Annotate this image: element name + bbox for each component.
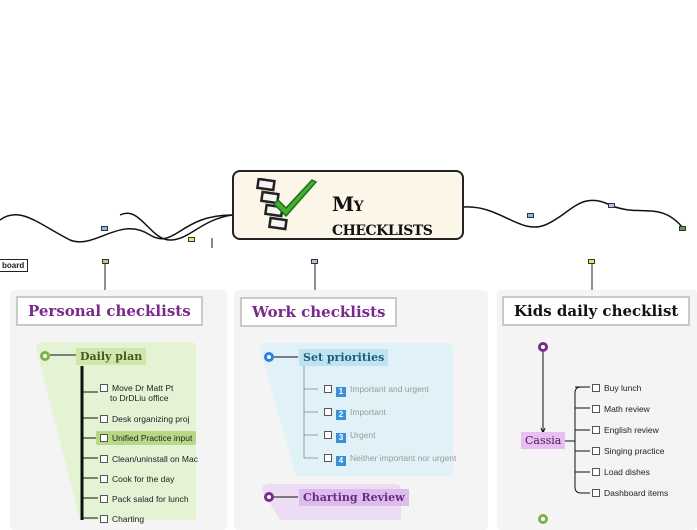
personal-board-title[interactable]: Personal checklists (16, 296, 203, 326)
checklist-item[interactable]: Move Dr Matt Pt to DrDLiu office (100, 383, 173, 403)
work-topic-node[interactable] (264, 352, 274, 362)
connector-handle[interactable] (527, 213, 534, 218)
priority-2-icon: 2 (336, 410, 346, 420)
checkbox-icon[interactable] (100, 475, 108, 483)
checklist-item[interactable]: Singing practice (592, 446, 664, 456)
checkbox-icon[interactable] (324, 454, 332, 462)
checkbox-icon[interactable] (100, 384, 108, 392)
checkbox-icon[interactable] (592, 426, 600, 434)
checklist-item[interactable]: English review (592, 425, 659, 435)
checkbox-icon[interactable] (592, 447, 600, 455)
checkbox-icon[interactable] (324, 408, 332, 416)
checkbox-icon[interactable] (592, 468, 600, 476)
priority-3-icon: 3 (336, 433, 346, 443)
checklist-item[interactable]: Math review (592, 404, 650, 414)
checkbox-icon[interactable] (324, 431, 332, 439)
priority-1-icon: 1 (336, 387, 346, 397)
central-topic[interactable]: My checklists (232, 170, 464, 240)
central-title: My checklists (332, 192, 433, 240)
checkbox-icon[interactable] (100, 434, 108, 442)
checklist-item[interactable]: Cook for the day (100, 474, 174, 484)
checkbox-icon[interactable] (592, 405, 600, 413)
checklist-icon (255, 178, 318, 231)
checklist-item[interactable]: Unified Practice input (96, 431, 197, 445)
checkbox-icon[interactable] (324, 385, 332, 393)
connector-handle[interactable] (188, 237, 195, 242)
checklist-item[interactable]: Clean/uninstall on Mac (100, 454, 198, 464)
kids-root-node[interactable] (538, 342, 548, 352)
checklist-item[interactable]: Buy lunch (592, 383, 641, 393)
connector-handle[interactable] (101, 226, 108, 231)
kids-board-title[interactable]: Kids daily checklist (502, 296, 691, 326)
checkbox-icon[interactable] (100, 415, 108, 423)
offscreen-node-label[interactable]: board (0, 259, 29, 272)
connector-handle[interactable] (679, 226, 686, 231)
connector-handle[interactable] (102, 259, 109, 264)
connector-handle[interactable] (608, 203, 615, 208)
personal-topic-node[interactable] (40, 351, 50, 361)
cassia-topic[interactable]: Cassia (521, 432, 566, 449)
checkbox-icon[interactable] (100, 455, 108, 463)
checkbox-icon[interactable] (100, 495, 108, 503)
daily-plan-topic[interactable]: Daily plan (76, 348, 147, 365)
connector-handle[interactable] (588, 259, 595, 264)
checkbox-icon[interactable] (592, 489, 600, 497)
work-board-title[interactable]: Work checklists (240, 297, 398, 327)
connector-handle[interactable] (311, 259, 318, 264)
checkbox-icon[interactable] (592, 384, 600, 392)
checklist-item[interactable]: Load dishes (592, 467, 650, 477)
charting-review-topic[interactable]: Charting Review (299, 489, 409, 506)
checklist-item[interactable]: Desk organizing proj (100, 414, 189, 424)
set-priorities-topic[interactable]: Set priorities (299, 349, 389, 366)
kids-next-node[interactable] (538, 514, 548, 524)
priority-4-icon: 4 (336, 456, 346, 466)
charting-review-node[interactable] (264, 492, 274, 502)
checklist-item[interactable]: Pack salad for lunch (100, 494, 189, 504)
checklist-item[interactable]: Dashboard items (592, 488, 668, 498)
